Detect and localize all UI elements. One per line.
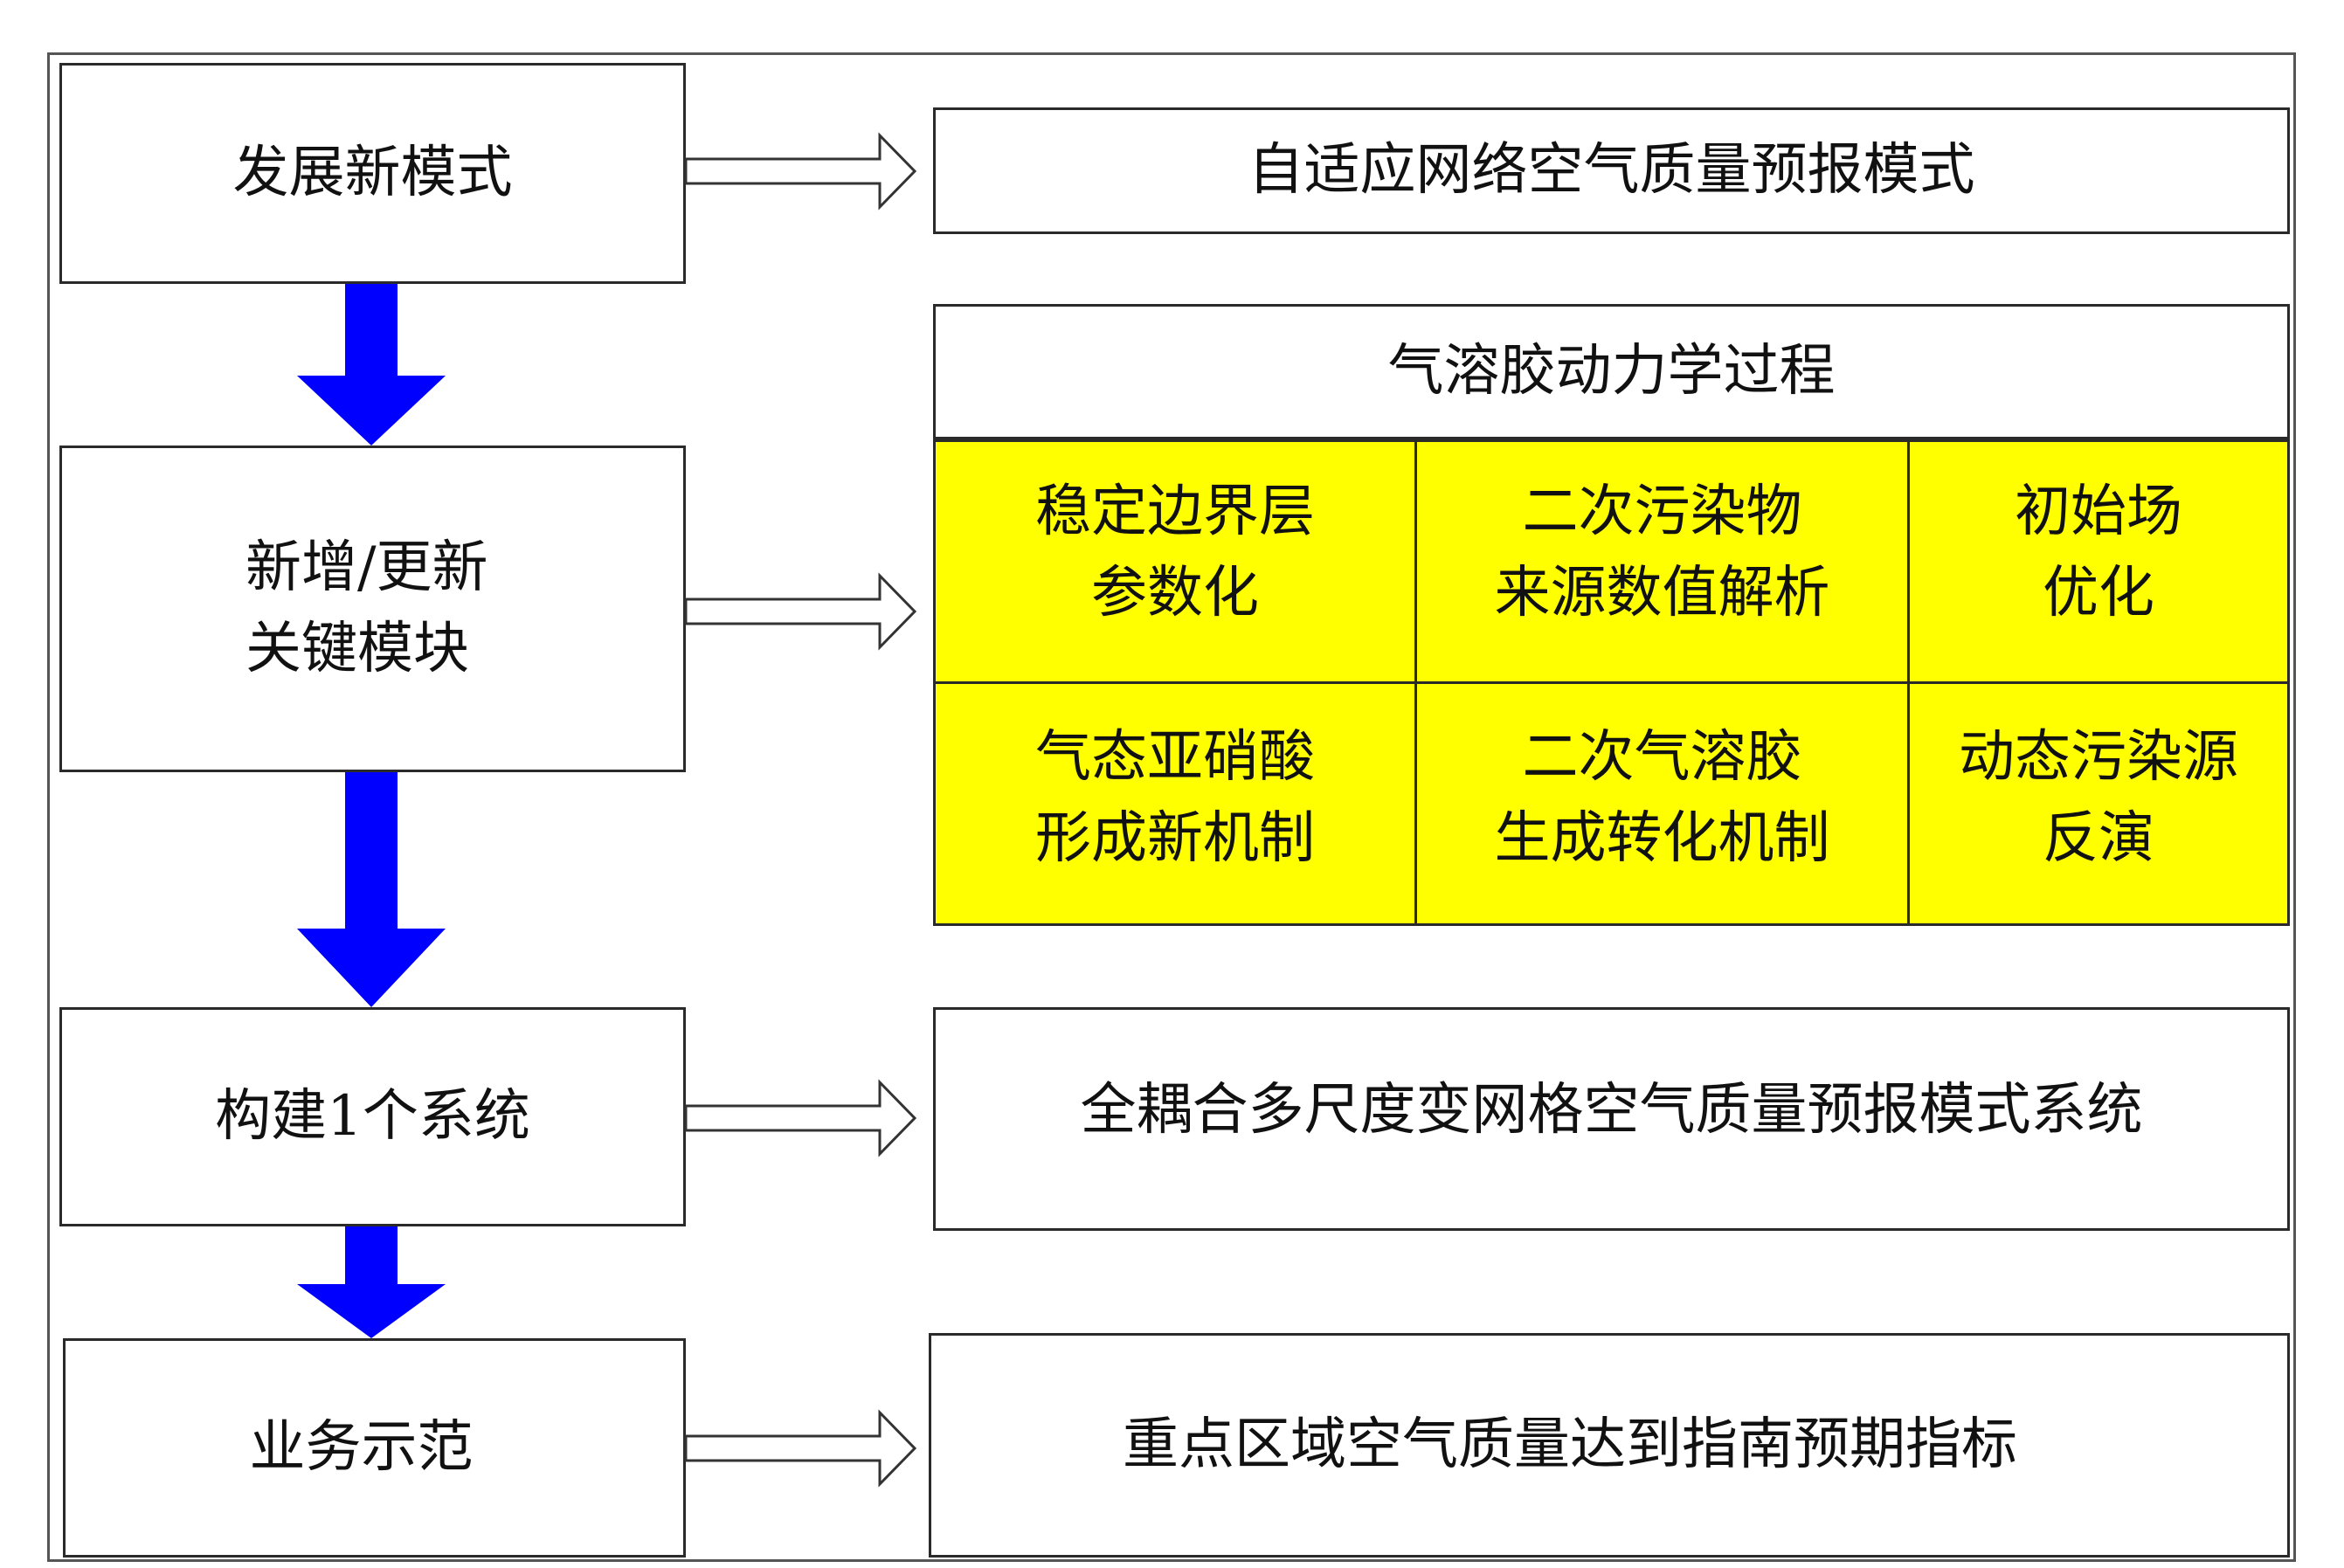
down-arrow-icon xyxy=(297,772,446,1007)
module-line1: 气态亚硝酸 xyxy=(1035,725,1315,791)
module-line2: 参数化 xyxy=(1091,561,1259,625)
module-line2: 反演 xyxy=(2043,806,2154,871)
module-line2: 生成转化机制 xyxy=(1494,806,1830,871)
result-regional-air-quality-target-label: 重点区域空气质量达到指南预期指标 xyxy=(1123,1413,2017,1478)
module-header-aerosol-dynamics-label: 气溶胶动力学过程 xyxy=(1387,339,1836,404)
module-stable-boundary-layer: 稳定边界层 参数化 xyxy=(933,439,1417,684)
result-regional-air-quality-target: 重点区域空气质量达到指南预期指标 xyxy=(929,1333,2290,1558)
step-add-update-modules-line2: 关键模块 xyxy=(245,617,469,681)
module-line1: 二次污染物 xyxy=(1522,480,1802,545)
module-header-aerosol-dynamics: 气溶胶动力学过程 xyxy=(933,304,2290,439)
module-line2: 形成新机制 xyxy=(1035,806,1315,871)
down-arrow-icon xyxy=(297,1226,446,1338)
result-adaptive-forecast-model-label: 自适应网络空气质量预报模式 xyxy=(1248,138,1975,204)
module-secondary-pollutant-source: 二次污染物 来源数值解析 xyxy=(1414,439,1910,684)
down-arrow-icon xyxy=(297,284,446,446)
step-build-system: 构建1个系统 xyxy=(59,1007,686,1226)
step-develop-new-model: 发展新模式 xyxy=(59,63,686,284)
module-line1: 二次气溶胶 xyxy=(1522,725,1802,791)
hollow-right-arrow-icon xyxy=(684,1079,917,1157)
step-add-update-modules-line1: 新增/更新 xyxy=(245,535,488,601)
step-add-update-modules: 新增/更新 关键模块 xyxy=(59,446,686,772)
result-fully-coupled-system-label: 全耦合多尺度变网格空气质量预报模式系统 xyxy=(1080,1077,2143,1143)
step-develop-new-model-label: 发展新模式 xyxy=(232,141,513,206)
step-add-update-modules-text: 新增/更新 关键模块 xyxy=(245,528,488,690)
module-secondary-aerosol-mechanism: 二次气溶胶 生成转化机制 xyxy=(1414,681,1910,926)
result-fully-coupled-system: 全耦合多尺度变网格空气质量预报模式系统 xyxy=(933,1007,2290,1231)
step-business-demo-label: 业务示范 xyxy=(249,1415,474,1481)
module-line1: 初始场 xyxy=(2015,480,2182,545)
hollow-right-arrow-icon xyxy=(684,572,917,651)
result-adaptive-forecast-model: 自适应网络空气质量预报模式 xyxy=(933,107,2290,234)
diagram-frame xyxy=(47,52,2296,1562)
module-nitrous-acid-mechanism: 气态亚硝酸 形成新机制 xyxy=(933,681,1417,926)
module-initial-field-optimization: 初始场 优化 xyxy=(1907,439,2290,684)
step-build-system-label: 构建1个系统 xyxy=(215,1084,530,1150)
module-dynamic-source-inversion: 动态污染源 反演 xyxy=(1907,681,2290,926)
module-line2: 优化 xyxy=(2043,561,2154,625)
hollow-right-arrow-icon xyxy=(684,132,917,211)
module-line1: 稳定边界层 xyxy=(1035,480,1315,545)
step-business-demo: 业务示范 xyxy=(63,1338,686,1558)
module-line2: 来源数值解析 xyxy=(1494,561,1830,625)
module-line1: 动态污染源 xyxy=(1959,725,2238,791)
hollow-right-arrow-icon xyxy=(684,1409,917,1488)
